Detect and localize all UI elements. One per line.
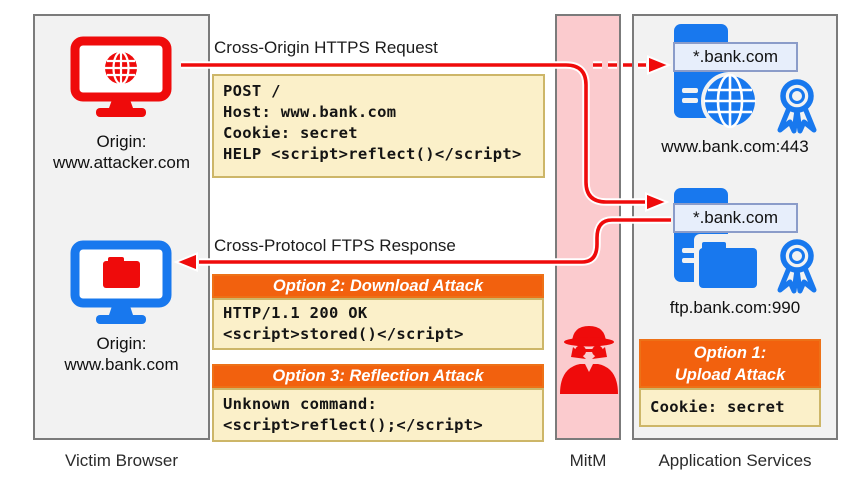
code-line: Cookie: secret [650,398,785,416]
response-flow-label: Cross-Protocol FTPS Response [214,236,456,255]
code-line: HTTP/1.1 200 OK [223,304,368,322]
code-line: POST / [223,82,281,100]
code-line: Host: www.bank.com [223,103,397,121]
web-server-cert-label: *.bank.com [673,42,798,72]
victim-monitor-icon [70,240,172,324]
option3-reflection-attack-header: Option 3: Reflection Attack [212,364,544,388]
web-server-address: www.bank.com:443 [661,137,809,156]
mitm-spy-icon [560,326,618,394]
code-line: <script>stored()</script> [223,325,464,343]
request-code-box: POST / Host: www.bank.com Cookie: secret… [212,74,545,178]
folder-icon [103,257,140,288]
attacker-origin-label: Origin: www.attacker.com [53,132,190,172]
application-services-caption: Application Services [658,451,812,470]
ftp-server-address: ftp.bank.com:990 [669,298,801,317]
certificate-icon [777,239,817,294]
request-flow-label: Cross-Origin HTTPS Request [214,38,438,57]
option3-code-box: Unknown command: <script>reflect();</scr… [212,388,544,442]
mitm-caption: MitM [569,451,607,470]
code-line: <script>reflect();</script> [223,416,484,434]
option1-upload-attack-header: Option 1: Upload Attack [639,339,821,388]
bank-origin-label: Origin: www.bank.com [64,334,179,374]
attacker-monitor-icon [70,36,172,117]
certificate-icon [777,79,817,134]
web-server-icon [674,24,817,134]
globe-icon [105,50,137,86]
code-line: HELP <script>reflect()</script> [223,145,522,163]
option1-code-box: Cookie: secret [639,388,821,427]
code-line: Cookie: secret [223,124,358,142]
option2-download-attack-header: Option 2: Download Attack [212,274,544,298]
globe-icon [701,72,759,130]
option2-code-box: HTTP/1.1 200 OK <script>stored()</script… [212,298,544,350]
folder-icon [694,234,762,292]
ftp-server-cert-label: *.bank.com [673,203,798,233]
ftp-server-icon [674,188,817,294]
victim-browser-caption: Victim Browser [64,451,179,470]
code-line: Unknown command: [223,395,378,413]
